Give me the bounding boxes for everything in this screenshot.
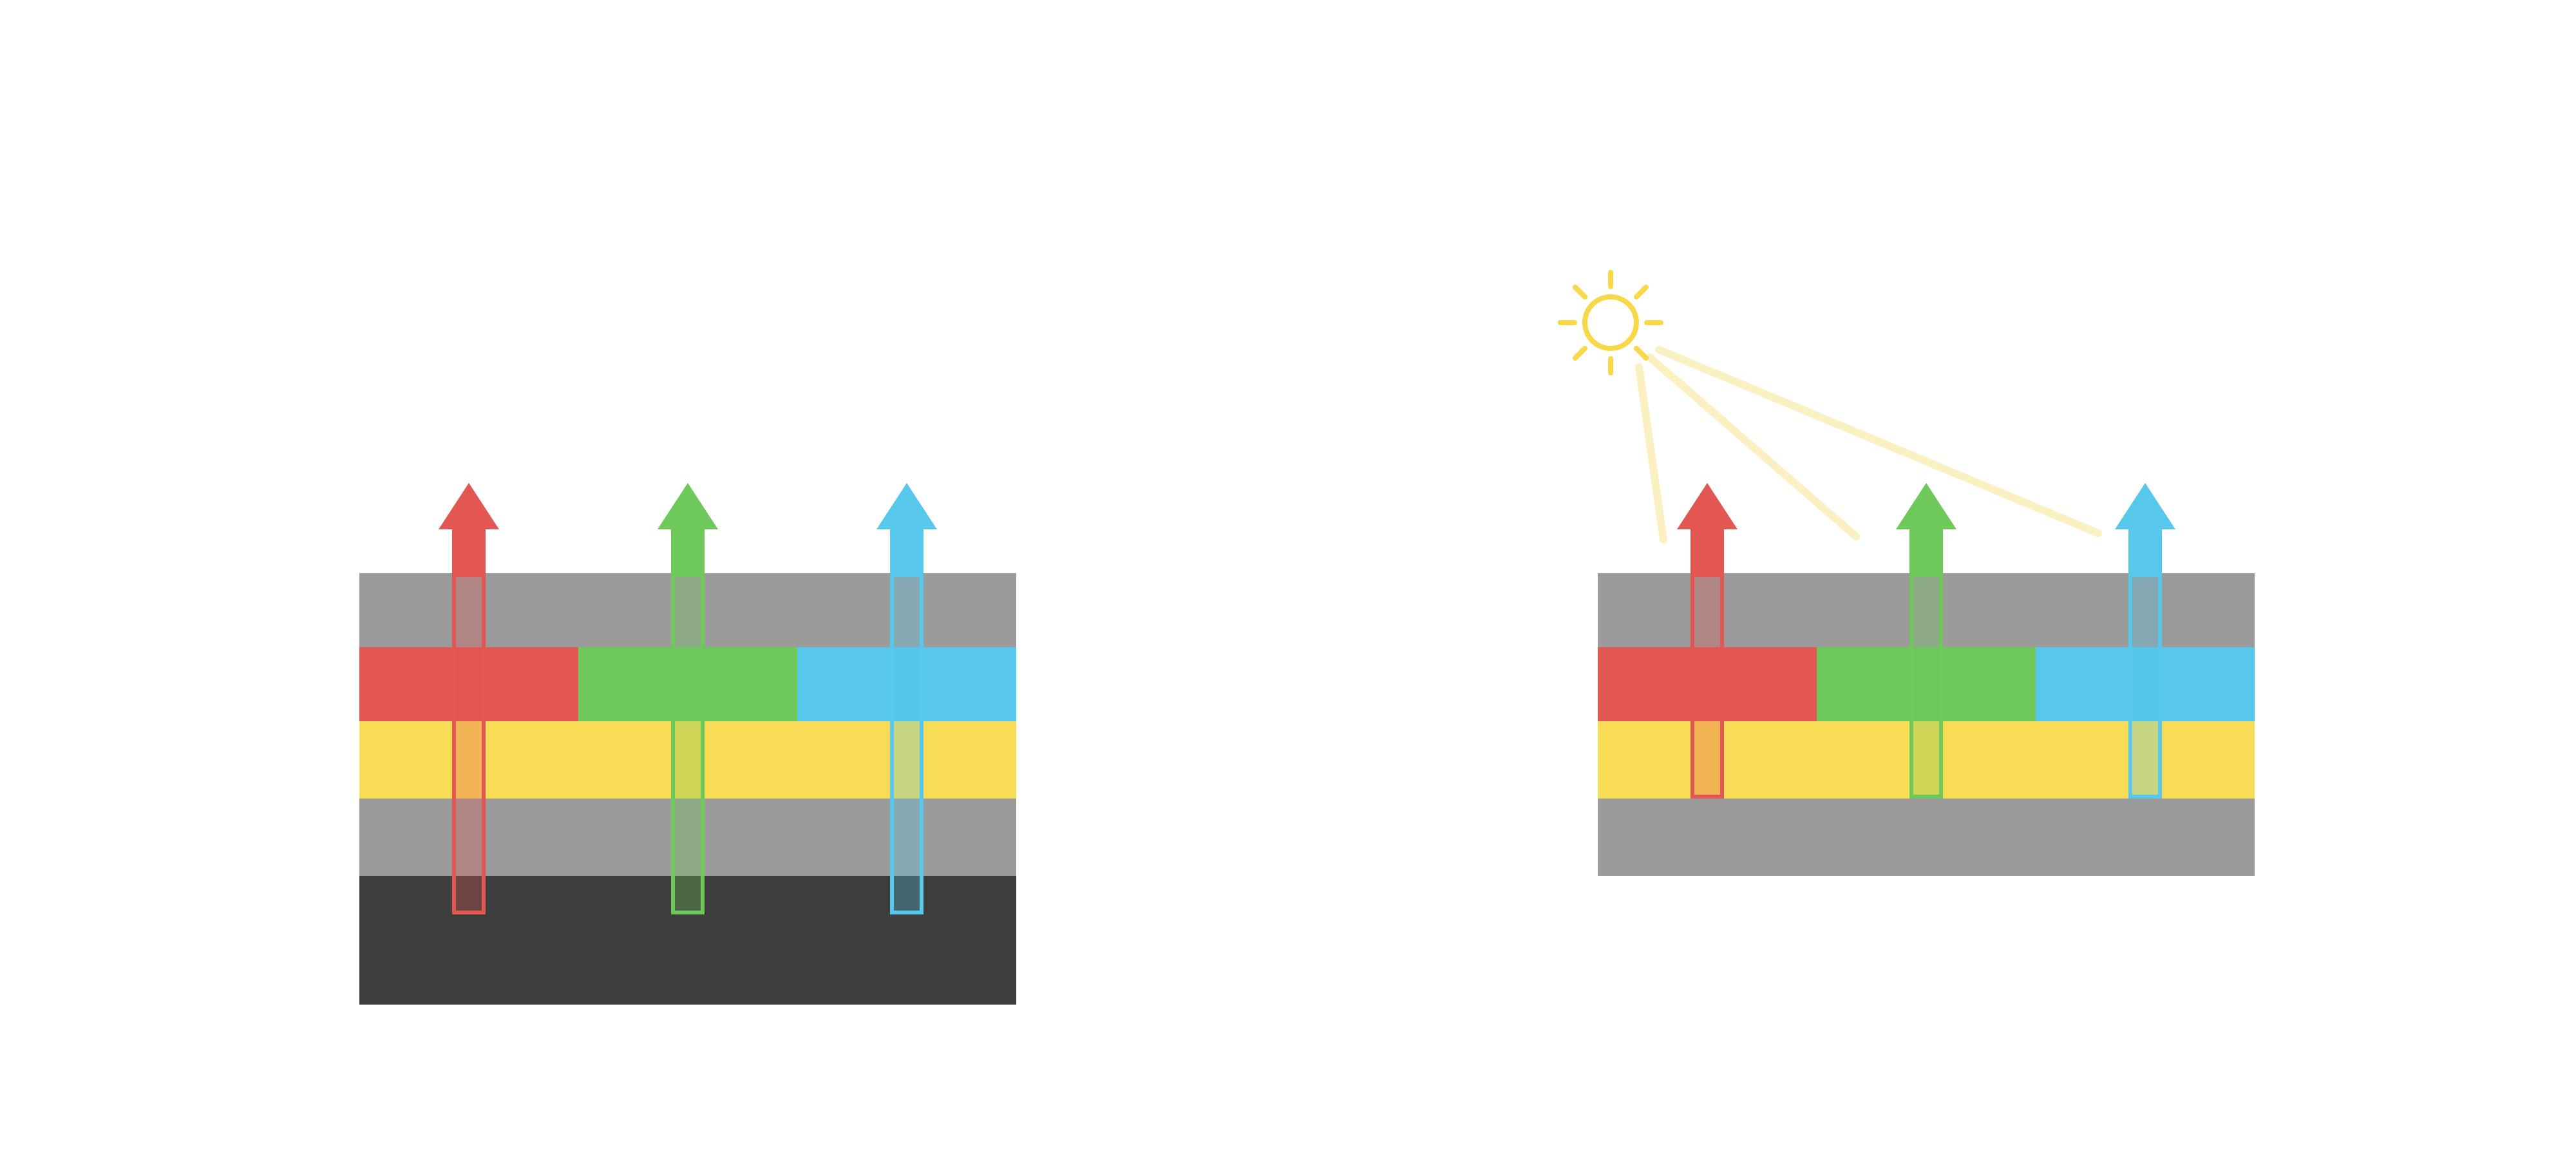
green-arrow-shaft-through-stack <box>1909 573 1943 799</box>
red-arrow-shaft-through-stack <box>1690 573 1724 799</box>
green-arrow-shaft-through-stack <box>671 573 705 914</box>
sun-rays <box>1558 270 1663 375</box>
green-arrow-head <box>1896 483 1956 529</box>
blue-arrow-head <box>876 483 937 529</box>
blue-arrow-shaft <box>890 528 923 574</box>
red-arrow-shaft <box>1690 528 1724 574</box>
green-arrow-head <box>658 483 718 529</box>
green-arrow-shaft <box>671 528 705 574</box>
right-red-light-arrow <box>1677 483 1738 799</box>
red-arrow-head <box>1677 483 1738 529</box>
red-arrow-head <box>439 483 499 529</box>
green-arrow-shaft <box>1909 528 1943 574</box>
blue-arrow-shaft-through-stack <box>890 573 923 914</box>
red-arrow-shaft <box>452 528 486 574</box>
left-green-light-arrow <box>658 483 718 914</box>
left-blue-light-arrow <box>876 483 937 914</box>
blue-arrow-shaft-through-stack <box>2128 573 2162 799</box>
left-red-light-arrow <box>439 483 499 914</box>
blue-arrow-shaft <box>2128 528 2162 574</box>
right-bottom-glass-layer <box>1598 799 2255 876</box>
right-blue-light-arrow <box>2115 483 2175 799</box>
sunbeam-to-red-arrow <box>1635 363 1667 544</box>
blue-arrow-head <box>2115 483 2175 529</box>
red-arrow-shaft-through-stack <box>452 573 486 914</box>
sun-core <box>1582 294 1639 351</box>
sun-icon <box>1558 270 1663 375</box>
right-green-light-arrow <box>1896 483 1956 799</box>
